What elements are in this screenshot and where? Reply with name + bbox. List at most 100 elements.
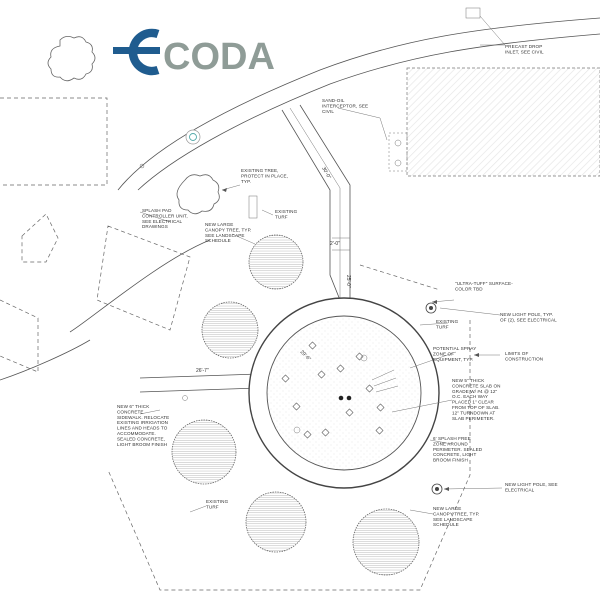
label-line: CONCRETE bbox=[117, 409, 144, 414]
label-line: NEW LARGE bbox=[205, 222, 233, 227]
label-line: SEE LANDSCAPE bbox=[433, 517, 473, 522]
label-line: EQUIPMENT, TYP. bbox=[433, 357, 473, 362]
label-line: BROOM FINISH bbox=[433, 458, 468, 463]
splash-pad bbox=[248, 297, 440, 489]
label-ultra-turf: "ULTRA-TUFF" SURFACE-COLOR TBD bbox=[455, 281, 513, 291]
label-line: TYP. bbox=[241, 179, 251, 184]
path-edge-top-2 bbox=[137, 33, 600, 191]
label-line: TURF bbox=[275, 214, 288, 219]
label-line: CANOPY TREE, TYP. bbox=[433, 511, 480, 516]
label-line: ELECTRICAL bbox=[505, 487, 535, 492]
label-line: "ULTRA-TUFF" SURFACE- bbox=[455, 281, 513, 286]
label-line: PRECAST DROP bbox=[505, 44, 542, 49]
light-pole-bottom bbox=[431, 483, 443, 495]
label-line: 6' SPLASH FREE bbox=[433, 436, 471, 441]
label-line: TURF bbox=[436, 324, 449, 329]
walk-marker bbox=[182, 395, 188, 401]
light-pole-top bbox=[425, 302, 437, 314]
label-line: FROM TOP OF SLAB. bbox=[452, 405, 500, 410]
existing-tree-small bbox=[176, 174, 220, 215]
logo-c-bar bbox=[113, 47, 160, 54]
label-line: NEW LARGE bbox=[433, 506, 461, 511]
label-line: GRADE W/ #4 @ 12" bbox=[452, 389, 498, 394]
label-existing-tree: EXISTING TREE,PROTECT IN PLACE,TYP. bbox=[241, 168, 288, 184]
splash-pad-controller-unit bbox=[248, 195, 258, 219]
label-line: POTENTIAL SPRAY bbox=[433, 346, 476, 351]
dimension-4: 26'-7" bbox=[196, 368, 209, 374]
path-edge-left bbox=[69, 239, 211, 333]
limits-of-construction-line bbox=[107, 320, 471, 591]
label-line: INTERCEPTOR, SEE bbox=[322, 103, 368, 108]
label-line: SPLASH PAD bbox=[142, 208, 172, 213]
label-line: ZONE AROUND bbox=[433, 441, 468, 446]
label-line: ACCOMMODATE. bbox=[117, 431, 156, 436]
logo-wordmark: CODA bbox=[163, 36, 275, 78]
label-line: CANOPY TREE, TYP. bbox=[205, 227, 252, 232]
path-edge-top bbox=[117, 17, 600, 191]
label-line: EXISTING bbox=[436, 319, 459, 324]
label-line: COLOR TBD bbox=[455, 286, 483, 291]
label-line: PERIMETER. SEALED bbox=[433, 447, 483, 452]
dimension-2: 2'-0" bbox=[330, 241, 340, 247]
building-hatched bbox=[406, 67, 600, 177]
canopy-tree-2 bbox=[201, 301, 259, 359]
label-line: SAND-OIL bbox=[322, 98, 345, 103]
label-line: SEE ELECTRICAL bbox=[142, 219, 183, 224]
walkway-west bbox=[139, 373, 259, 393]
label-line: TURF bbox=[206, 504, 219, 509]
label-line: EXISTING IRRIGATION bbox=[117, 420, 168, 425]
sand-oil-interceptor bbox=[388, 132, 408, 172]
precast-drop-top-left bbox=[185, 129, 201, 145]
label-line: NEW LIGHT POLE, TYP. bbox=[500, 312, 553, 317]
dimension-5: 30'-0" bbox=[320, 166, 332, 180]
precast-drop-inlet-marker bbox=[465, 7, 481, 19]
label-line: SCHEDULE bbox=[433, 522, 459, 527]
existing-tree-top-left bbox=[47, 36, 96, 82]
dashed-boundary-left bbox=[0, 97, 108, 186]
label-line: LINES AND HEADS TO bbox=[117, 426, 168, 431]
dashed-left-low bbox=[0, 299, 39, 373]
leader-precast bbox=[479, 15, 506, 46]
label-line: CONTROLLER UNIT, bbox=[142, 213, 188, 218]
dashed-lawn bbox=[96, 225, 191, 331]
leader-lines bbox=[139, 44, 505, 515]
label-line: CONCRETE, LIGHT bbox=[433, 452, 476, 457]
dashed-ultra-tuff bbox=[359, 264, 441, 291]
path-marker bbox=[139, 163, 145, 169]
label-line: EXISTING bbox=[206, 499, 229, 504]
label-line: CIVIL bbox=[322, 109, 334, 114]
label-line: SEE LANDSCAPE bbox=[205, 233, 245, 238]
label-line: O.C. EACH WAY bbox=[452, 394, 488, 399]
label-line: 12" TURNDOWN AT bbox=[452, 410, 495, 415]
label-line: DRAWINGS bbox=[142, 224, 168, 229]
canopy-tree-5 bbox=[352, 508, 420, 576]
label-line: NEW 5" THICK bbox=[452, 378, 485, 383]
label-line: INLET, SEE CIVIL bbox=[505, 49, 544, 54]
label-line: LIGHT BROOM FINISH bbox=[117, 442, 167, 447]
label-line: CONSTRUCTION bbox=[505, 356, 543, 361]
walkway-north bbox=[281, 104, 351, 301]
label-line: EXISTING TREE, bbox=[241, 168, 279, 173]
label-line: EXISTING bbox=[275, 209, 298, 214]
label-line: LIMITS OF bbox=[505, 351, 528, 356]
label-line: SCHEDULE bbox=[205, 238, 231, 243]
label-line: PROTECT IN PLACE, bbox=[241, 173, 288, 178]
dimension-3: 25'-0" bbox=[345, 275, 351, 288]
label-new-light-pole-top: NEW LIGHT POLE, TYP.OF (2), SEE ELECTRIC… bbox=[500, 312, 557, 322]
canopy-tree-4 bbox=[245, 491, 307, 553]
label-line: NEW 6" THICK bbox=[117, 404, 150, 409]
path-edge-left-low bbox=[0, 339, 91, 381]
label-line: ZONE OF bbox=[433, 351, 454, 356]
